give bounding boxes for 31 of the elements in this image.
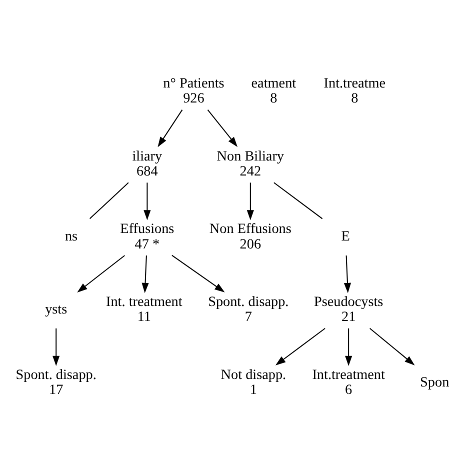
arrow [77,255,125,292]
node-text: Spont. disapp. 17 [16,366,96,398]
arrow [142,256,149,294]
node-text: E [341,228,350,245]
node-text: Int.treatme 8 [324,75,386,107]
connector [274,182,323,220]
node-text: iliary 684 [132,148,162,180]
node-text: Spont. disapp. 7 [208,294,289,326]
node-text: Non Biliary 242 [216,148,284,180]
connector [89,182,129,220]
arrow [344,256,351,294]
arrow [345,328,352,366]
arrow [370,328,415,366]
node-text: Spon [420,374,450,390]
arrow [158,110,183,148]
node-text: Not disapp. 1 [220,366,286,398]
node-text: eatment 8 [251,75,296,107]
node-text: ysts [45,302,68,318]
arrow [207,109,238,147]
node-text: n° Patients 926 [163,75,224,107]
node-text: ns [64,228,78,245]
node-text: Pseudocysts 21 [314,294,384,326]
node-text: Non Effusions 206 [209,221,292,252]
arrow [144,182,151,220]
node-text: Effusions 47 * [120,221,174,252]
arrow [275,328,326,366]
arrow [246,182,254,220]
arrow [52,328,60,366]
node-text: Int. treatment 11 [106,294,182,326]
node-text: Int.treatment 6 [312,366,385,398]
arrow [172,254,225,292]
